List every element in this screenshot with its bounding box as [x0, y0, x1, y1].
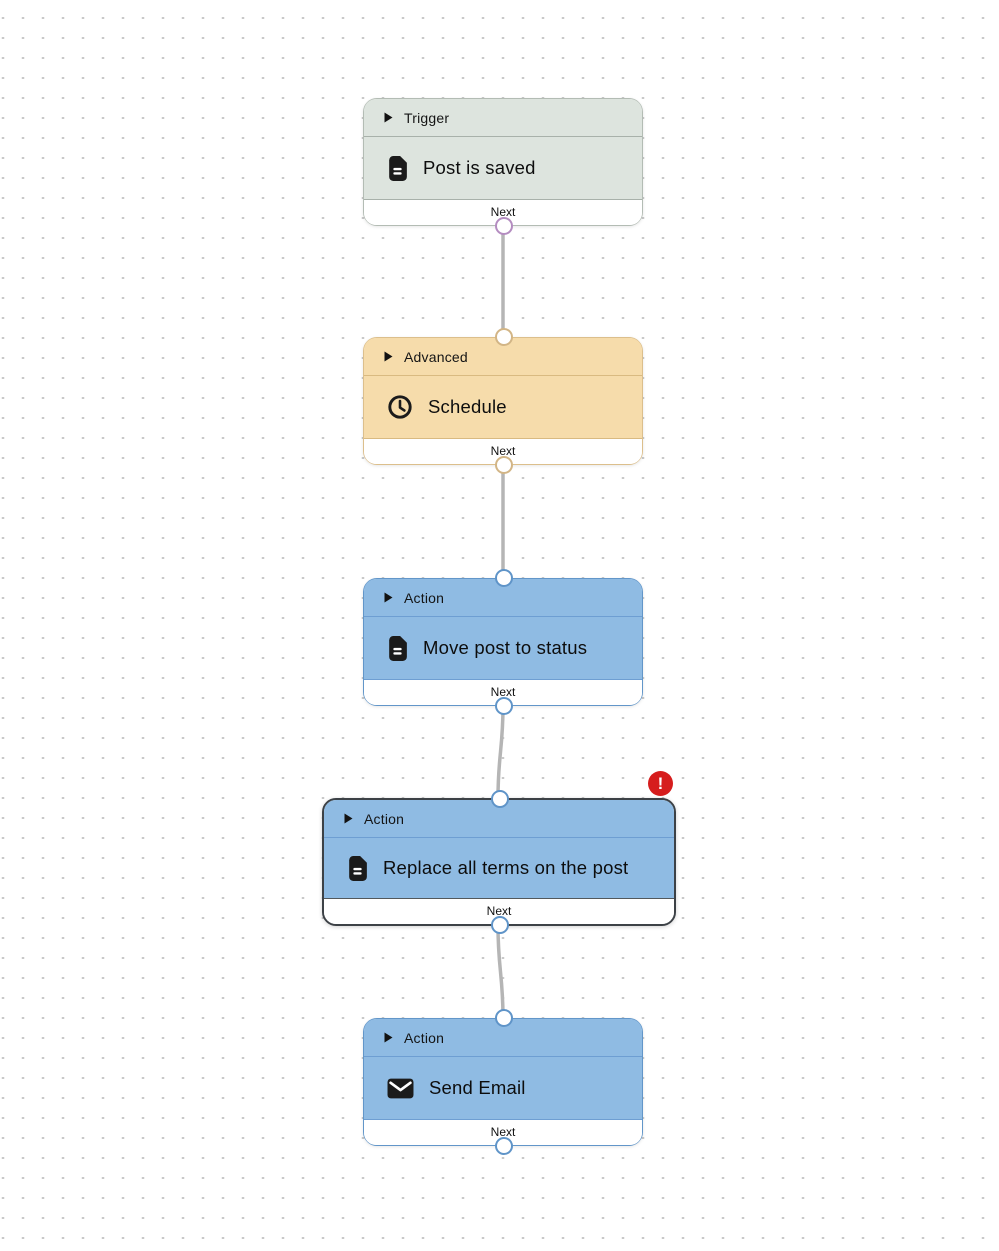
- node-header: Trigger: [364, 99, 642, 137]
- input-port[interactable]: [495, 569, 513, 587]
- node-category-label: Action: [404, 1029, 445, 1046]
- node-advanced-schedule[interactable]: Advanced Schedule Next: [363, 328, 643, 474]
- clock-icon: [388, 395, 412, 419]
- node-body: Move post to status: [364, 617, 642, 679]
- output-port[interactable]: [495, 456, 513, 474]
- collapse-arrow-icon: [384, 1032, 393, 1043]
- node-title: Replace all terms on the post: [383, 857, 629, 878]
- node-body: Post is saved: [364, 137, 642, 199]
- document-icon: [389, 155, 407, 181]
- node-title: Move post to status: [423, 637, 588, 658]
- edge-replace-terms-to-send-email: [496, 924, 505, 1020]
- next-label: Next: [486, 904, 512, 918]
- next-label: Next: [490, 444, 516, 458]
- node-title: Schedule: [428, 396, 507, 417]
- node-title: Post is saved: [423, 157, 536, 178]
- node-action-replace-all-terms[interactable]: Action Replace all terms on the post Nex…: [322, 771, 676, 934]
- collapse-arrow-icon: [384, 351, 393, 362]
- edge-move-post-to-replace-terms: [496, 704, 505, 800]
- output-port[interactable]: [495, 217, 513, 235]
- document-icon: [349, 855, 367, 881]
- input-port[interactable]: [495, 328, 513, 346]
- node-category-label: Action: [364, 810, 405, 827]
- collapse-arrow-icon: [384, 112, 393, 123]
- node-body: Send Email: [364, 1057, 642, 1119]
- next-label: Next: [490, 1125, 516, 1139]
- collapse-arrow-icon: [384, 592, 393, 603]
- node-category-label: Advanced: [404, 348, 468, 365]
- node-action-send-email[interactable]: Action Send Email Next: [363, 1009, 643, 1155]
- node-action-move-post-to-status[interactable]: Action Move post to status Next: [363, 569, 643, 715]
- input-port[interactable]: [495, 1009, 513, 1027]
- output-port[interactable]: [495, 1137, 513, 1155]
- mail-icon: [387, 1078, 414, 1098]
- node-title: Send Email: [429, 1077, 526, 1098]
- node-body: Schedule: [364, 376, 642, 438]
- output-port[interactable]: [491, 916, 509, 934]
- node-body: Replace all terms on the post: [324, 838, 674, 898]
- document-icon: [389, 635, 407, 661]
- node-header: Action: [364, 579, 642, 617]
- node-trigger-post-is-saved[interactable]: Trigger Post is saved Next: [363, 98, 643, 235]
- output-port[interactable]: [495, 697, 513, 715]
- next-label: Next: [490, 685, 516, 699]
- error-badge-glyph: !: [657, 773, 664, 793]
- collapse-arrow-icon: [344, 813, 353, 824]
- next-label: Next: [490, 205, 516, 219]
- node-category-label: Trigger: [404, 109, 450, 126]
- node-category-label: Action: [404, 589, 445, 606]
- input-port[interactable]: [491, 790, 509, 808]
- error-badge-icon: !: [648, 771, 673, 796]
